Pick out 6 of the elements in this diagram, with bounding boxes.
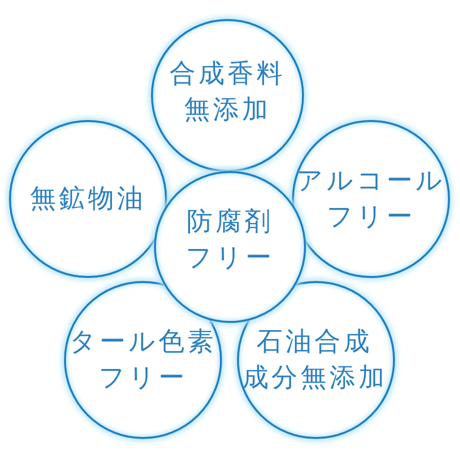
circle-label: タール色素フリー xyxy=(68,326,218,395)
circle-label: 合成香料無添加 xyxy=(168,58,286,126)
circle-label: 防腐剤フリー xyxy=(184,206,276,275)
circle-label: 石油合成成分無添加 xyxy=(242,326,388,395)
circle-label: 無鉱物油 xyxy=(29,183,147,216)
circle-label: アルコールフリー xyxy=(296,165,446,234)
